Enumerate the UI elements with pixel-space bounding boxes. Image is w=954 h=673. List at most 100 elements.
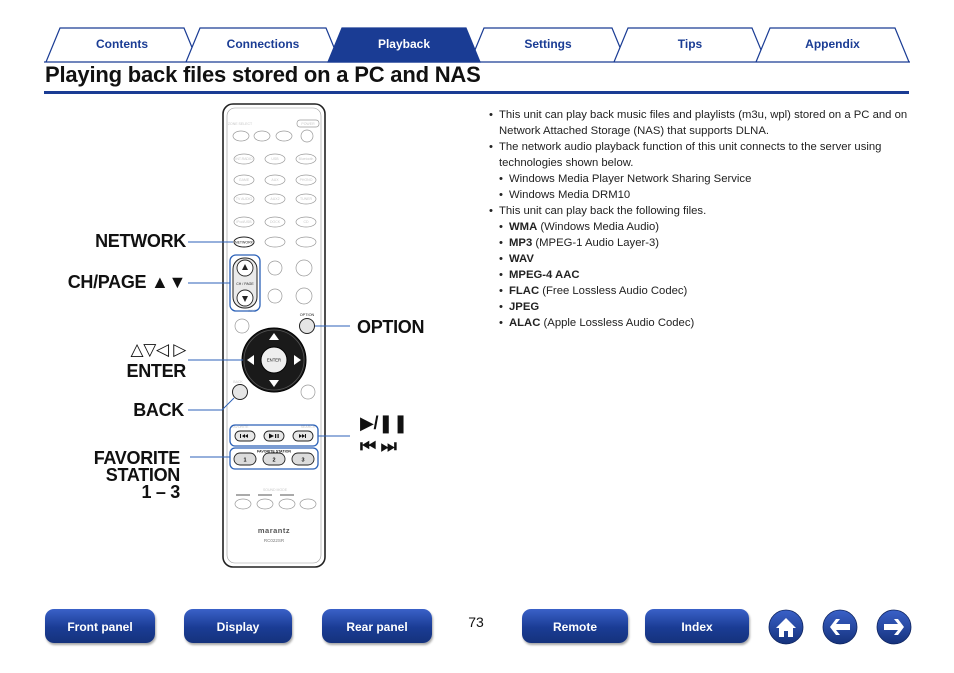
remote-mid-buttons: [234, 259, 316, 400]
callout-option: OPTION: [357, 317, 425, 337]
remote-option-label: OPTION: [300, 313, 315, 317]
back-nav-button[interactable]: [822, 609, 858, 645]
arrow-right-icon: [876, 609, 912, 645]
remote-model-label: RC022SR: [264, 538, 285, 543]
front-panel-button[interactable]: Front panel: [45, 609, 155, 643]
page-number: 73: [468, 614, 484, 630]
tab-bar: Contents Connections Playback Settings T…: [0, 0, 954, 64]
remote-enter-label: ENTER: [267, 358, 281, 363]
remote-enter-button: [260, 346, 288, 374]
bullet: •: [499, 237, 503, 249]
remote-back-button: [232, 384, 248, 400]
forward-nav-button[interactable]: [876, 609, 912, 645]
tab-appendix[interactable]: Appendix: [805, 37, 860, 51]
cursor-right-icon: [294, 355, 301, 365]
favorite-buttons: [233, 452, 315, 466]
tab-tips[interactable]: Tips: [677, 37, 703, 51]
tab-playback[interactable]: Playback: [377, 37, 431, 51]
cursor-left-icon: [247, 355, 254, 365]
format-name: MPEG-4 AAC: [509, 269, 580, 281]
paragraph-2: • The network audio playback function of…: [489, 139, 914, 171]
favorite-highlight: [229, 447, 319, 470]
svg-text:TV AUDIO: TV AUDIO: [236, 197, 253, 201]
callout-skip: ⏮ ⏭: [360, 436, 397, 456]
index-button[interactable]: Index: [645, 609, 749, 643]
sound-mode-buttons: [234, 494, 317, 510]
tab-shape-settings: [469, 27, 627, 63]
tab-shape-connections: [185, 27, 341, 63]
paragraph-1-text: This unit can play back music files and …: [499, 109, 908, 137]
transport-glyphs: [240, 433, 306, 439]
svg-text:CD: CD: [303, 220, 309, 224]
remote-option-button: [299, 318, 315, 334]
remote-fav2-label: 2: [272, 458, 275, 464]
list-item: • Windows Media DRM10: [489, 187, 914, 203]
format-item: •ALAC (Apple Lossless Audio Codec): [489, 315, 914, 331]
cursor-up-icon: [269, 333, 279, 340]
home-button[interactable]: [768, 609, 804, 645]
bullet: •: [499, 285, 503, 297]
callout-cursor-buttons: △▽◁ ▷: [130, 340, 186, 359]
ch-up-arrow-icon: [242, 264, 248, 270]
tab-connections[interactable]: Connections: [226, 37, 300, 51]
ch-down-arrow-icon: [242, 296, 248, 302]
remote-fav3-label: 3: [301, 458, 304, 464]
bullet: •: [499, 189, 503, 201]
format-name: WMA: [509, 221, 538, 233]
tab-shape-tips: [613, 27, 767, 63]
svg-text:USB: USB: [271, 157, 279, 161]
format-name: FLAC: [509, 285, 540, 297]
remote-button[interactable]: Remote: [522, 609, 628, 643]
remote-ch-page-label: CH / PAGE: [236, 282, 254, 286]
svg-text:Bluetooth: Bluetooth: [299, 157, 314, 161]
svg-text:GAME: GAME: [239, 178, 250, 182]
format-name: WAV: [509, 253, 534, 265]
remote-network-button: [233, 236, 255, 248]
svg-text:SOUND MODE: SOUND MODE: [263, 488, 288, 492]
callout-favorite-line1: FAVORITE: [93, 448, 181, 468]
paragraph-2-text: The network audio playback function of t…: [499, 141, 882, 169]
format-item: •MP3 (MPEG-1 Audio Layer-3): [489, 235, 914, 251]
bullet: •: [499, 173, 503, 185]
tab-settings[interactable]: Settings: [524, 37, 572, 51]
svg-text:TUNER: TUNER: [300, 197, 313, 201]
svg-text:ZONE SELECT: ZONE SELECT: [228, 122, 253, 126]
arrow-left-icon: [822, 609, 858, 645]
callout-enter: ENTER: [126, 361, 186, 381]
remote-inner-edge: [226, 107, 322, 564]
svg-text:AUX: AUX: [271, 178, 279, 182]
tab-contents[interactable]: Contents: [96, 37, 148, 51]
technology-item: Windows Media Player Network Sharing Ser…: [509, 173, 752, 185]
bullet: •: [489, 141, 493, 153]
technology-item: Windows Media DRM10: [509, 189, 631, 201]
remote-network-label: NETWORK: [235, 241, 254, 245]
cursor-pad-ring: [243, 329, 305, 391]
format-name: JPEG: [509, 301, 540, 313]
format-item: • WAV: [489, 251, 914, 267]
format-desc: (Apple Lossless Audio Codec): [543, 317, 695, 329]
bullet: •: [489, 109, 493, 121]
bullet: •: [489, 205, 493, 217]
display-button[interactable]: Display: [184, 609, 292, 643]
svg-text:PHONO: PHONO: [300, 178, 313, 182]
format-item: •WMA (Windows Media Audio): [489, 219, 914, 235]
svg-text:AUX2: AUX2: [270, 197, 279, 201]
rear-panel-button[interactable]: Rear panel: [322, 609, 432, 643]
svg-text:DOCK: DOCK: [270, 220, 281, 224]
format-name: MP3: [509, 237, 533, 249]
svg-text:iPod/USB: iPod/USB: [236, 220, 252, 224]
callout-network: NETWORK: [95, 231, 186, 251]
remote-favorite-station-label: FAVORITE STATION: [257, 450, 291, 454]
remote-top-buttons: [232, 119, 320, 248]
paragraph-1: • This unit can play back music files an…: [489, 107, 914, 139]
format-item: •MPEG-4 AAC: [489, 267, 914, 283]
bullet: •: [499, 221, 503, 233]
svg-text:BACK: BACK: [233, 380, 243, 384]
svg-text:INT.RADIO: INT.RADIO: [235, 157, 253, 161]
remote-brand-logo: marantz: [258, 526, 290, 535]
svg-text:FAVORITE: FAVORITE: [231, 425, 249, 429]
format-item: •JPEG: [489, 299, 914, 315]
bullet: •: [499, 253, 503, 265]
home-icon: [768, 609, 804, 645]
